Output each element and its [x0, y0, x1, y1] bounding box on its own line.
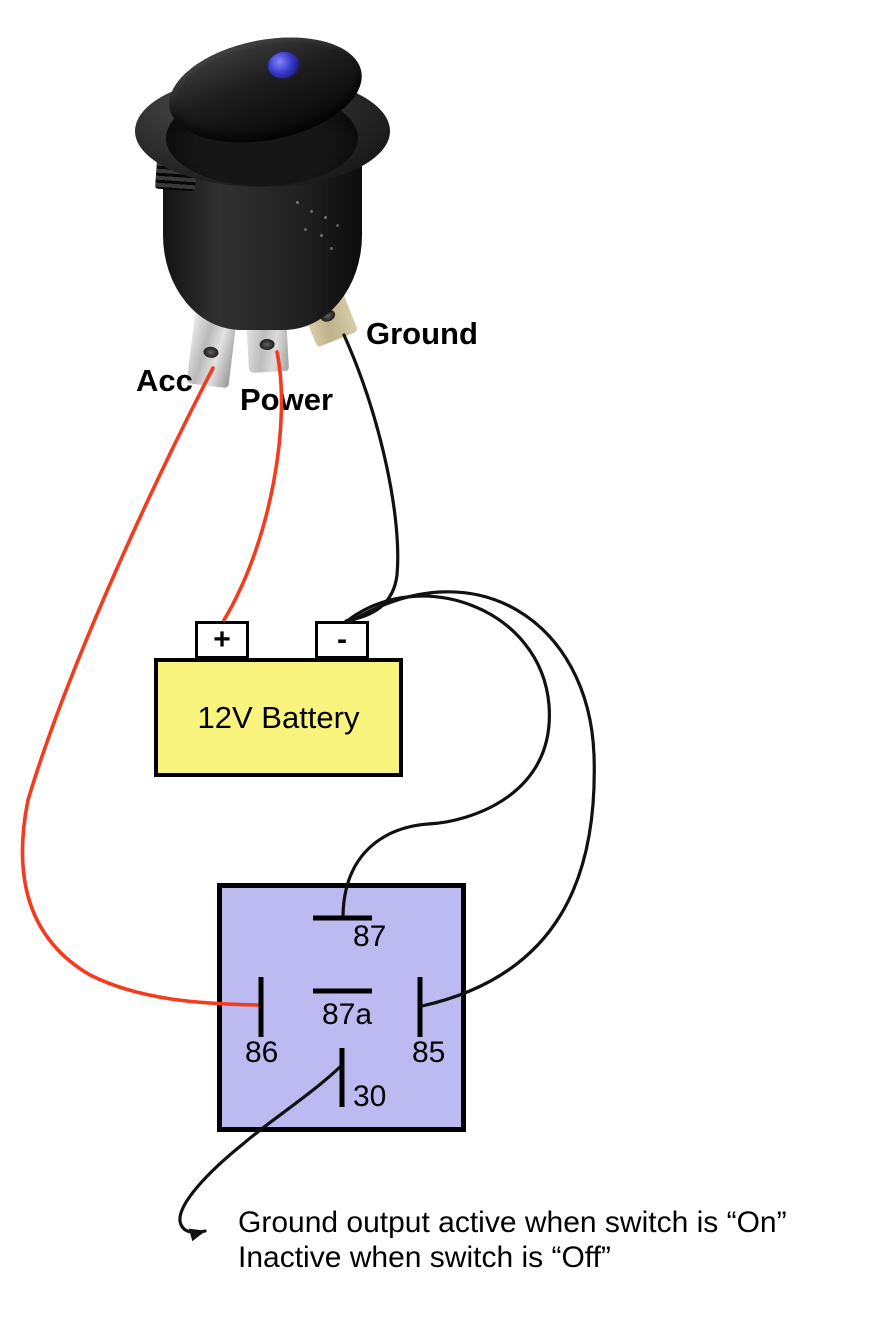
relay-pin-86-label: 86: [245, 1036, 279, 1069]
relay-pin-87a-label: 87a: [322, 998, 373, 1031]
acc-label: Acc: [136, 363, 193, 398]
note-text: Ground output active when switch is “On”…: [238, 1205, 787, 1275]
terminal-hole: [202, 346, 220, 360]
relay-pin-30-label: 30: [353, 1080, 387, 1113]
note-line-1: Ground output active when switch is “On”: [238, 1206, 787, 1239]
power-label: Power: [240, 382, 334, 417]
battery-positive-terminal: +: [195, 621, 249, 659]
terminal-hole: [259, 338, 275, 351]
switch-certification-marks: [296, 201, 299, 204]
battery-negative-terminal: -: [315, 621, 369, 659]
battery-positive-label: +: [213, 623, 231, 656]
battery-negative-label: -: [337, 623, 347, 656]
rocker-switch-photo: [128, 18, 398, 389]
relay-pin-85-label: 85: [412, 1036, 446, 1069]
note-line-2: Inactive when switch is “Off”: [238, 1241, 611, 1274]
battery-body: 12V Battery: [154, 658, 403, 777]
ground-label: Ground: [366, 316, 478, 351]
relay-pin-87-label: 87: [353, 920, 387, 953]
battery-label: 12V Battery: [197, 699, 360, 735]
